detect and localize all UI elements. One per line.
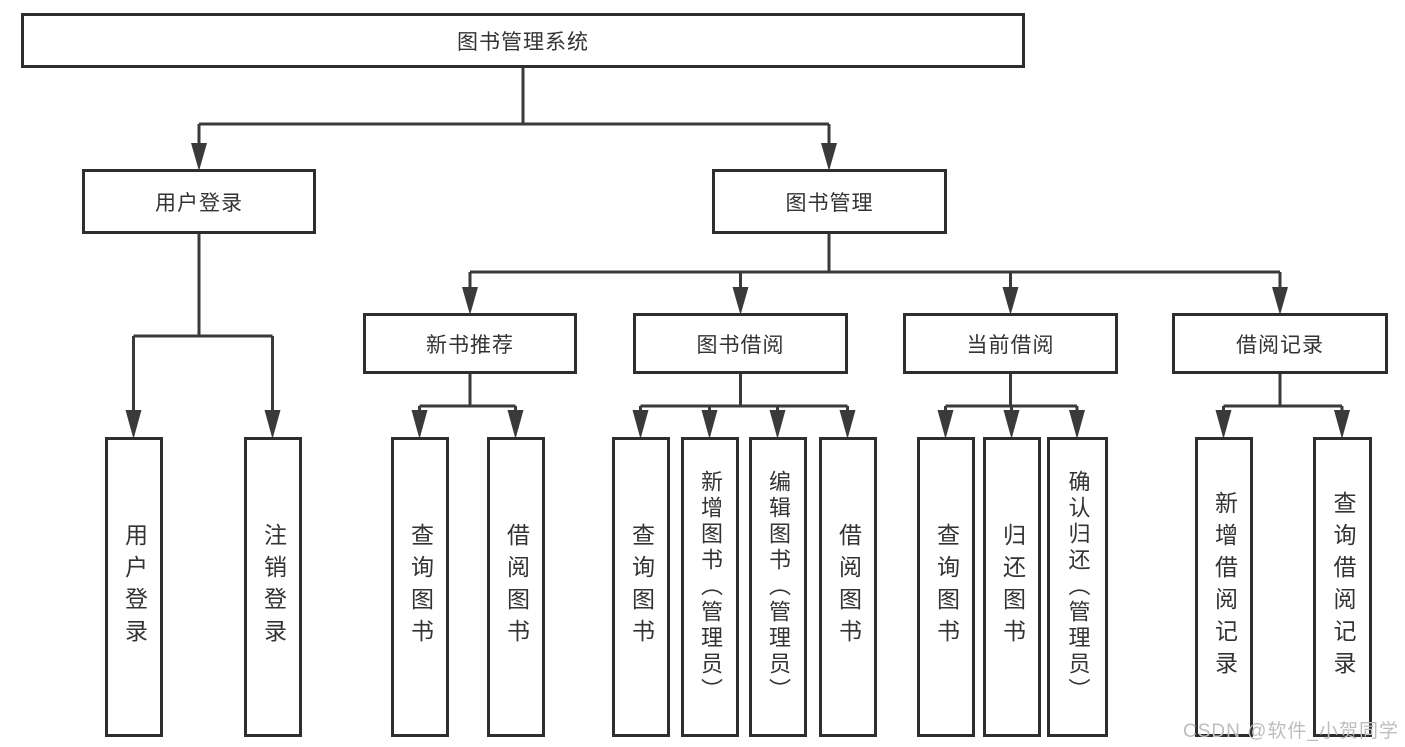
- arrowhead-icon: [507, 410, 524, 439]
- leaf-add-book-admin: 新增图书（管理员）: [681, 437, 739, 737]
- connector-lines: [132, 67, 1344, 412]
- arrowhead-icon: [1003, 410, 1020, 439]
- leaf-query-books-borrowing: 查询图书: [612, 437, 670, 737]
- node-label: 查询图书: [628, 523, 655, 651]
- arrowhead-icon: [1002, 287, 1019, 315]
- node-label: 编辑图书（管理员）: [766, 470, 791, 704]
- node-label: 查询借阅记录: [1330, 491, 1356, 683]
- leaf-borrow-books-borrowing: 借阅图书: [819, 437, 877, 737]
- arrowhead-icon: [1272, 287, 1288, 315]
- node-label: 用户登录: [121, 523, 148, 651]
- arrowhead-icon: [264, 410, 281, 439]
- node-new-book-recommend: 新书推荐: [363, 313, 577, 374]
- arrowhead-icon: [411, 410, 428, 439]
- leaf-confirm-return-admin: 确认归还（管理员）: [1047, 437, 1108, 737]
- arrowhead-icon: [769, 410, 786, 439]
- node-label: 查询图书: [407, 523, 434, 651]
- node-label: 借阅图书: [503, 523, 530, 651]
- node-label: 新增图书（管理员）: [698, 470, 723, 704]
- node-borrowing-records: 借阅记录: [1172, 313, 1388, 374]
- node-label: 用户登录: [155, 191, 243, 215]
- arrowhead-icon: [821, 143, 837, 171]
- leaf-edit-book-admin: 编辑图书（管理员）: [749, 437, 807, 737]
- arrowheads: [125, 143, 1350, 439]
- node-user-login: 用户登录: [82, 169, 316, 234]
- node-label: 当前借阅: [966, 333, 1055, 357]
- arrowhead-icon: [839, 410, 856, 439]
- node-label: 查询图书: [933, 523, 960, 651]
- leaf-logout-login: 注销登录: [244, 437, 302, 737]
- arrowhead-icon: [191, 143, 207, 171]
- node-label: 图书管理: [785, 191, 874, 215]
- arrowhead-icon: [632, 410, 649, 439]
- node-current-borrowing: 当前借阅: [903, 313, 1118, 374]
- node-label: 归还图书: [999, 523, 1026, 651]
- node-label: 新增借阅记录: [1211, 491, 1238, 683]
- leaf-add-borrow-record: 新增借阅记录: [1195, 437, 1253, 737]
- node-book-borrowing: 图书借阅: [633, 313, 848, 374]
- arrowhead-icon: [125, 410, 142, 439]
- node-label: 借阅记录: [1236, 333, 1324, 357]
- watermark-text: CSDN @软件_小贺同学: [1183, 721, 1399, 742]
- node-label: 图书借阅: [696, 333, 785, 357]
- leaf-query-books-current: 查询图书: [917, 437, 975, 737]
- leaf-query-borrow-record: 查询借阅记录: [1313, 437, 1372, 737]
- node-label: 注销登录: [260, 523, 287, 651]
- arrowhead-icon: [937, 410, 954, 439]
- leaf-borrow-books-recommend: 借阅图书: [487, 437, 545, 737]
- arrowhead-icon: [732, 287, 749, 315]
- node-library-management-system: 图书管理系统: [21, 13, 1025, 68]
- node-label: 确认归还（管理员）: [1065, 470, 1091, 704]
- arrowhead-icon: [1334, 410, 1350, 439]
- node-label: 新书推荐: [426, 333, 514, 357]
- leaf-return-books: 归还图书: [983, 437, 1041, 737]
- node-book-management: 图书管理: [712, 169, 947, 234]
- arrowhead-icon: [701, 410, 718, 439]
- arrowhead-icon: [1215, 410, 1232, 439]
- leaf-user-login: 用户登录: [105, 437, 163, 737]
- arrowhead-icon: [1069, 410, 1085, 439]
- arrowhead-icon: [462, 287, 478, 315]
- node-label: 借阅图书: [835, 523, 862, 651]
- node-label: 图书管理系统: [457, 30, 589, 54]
- leaf-query-books-recommend: 查询图书: [391, 437, 449, 737]
